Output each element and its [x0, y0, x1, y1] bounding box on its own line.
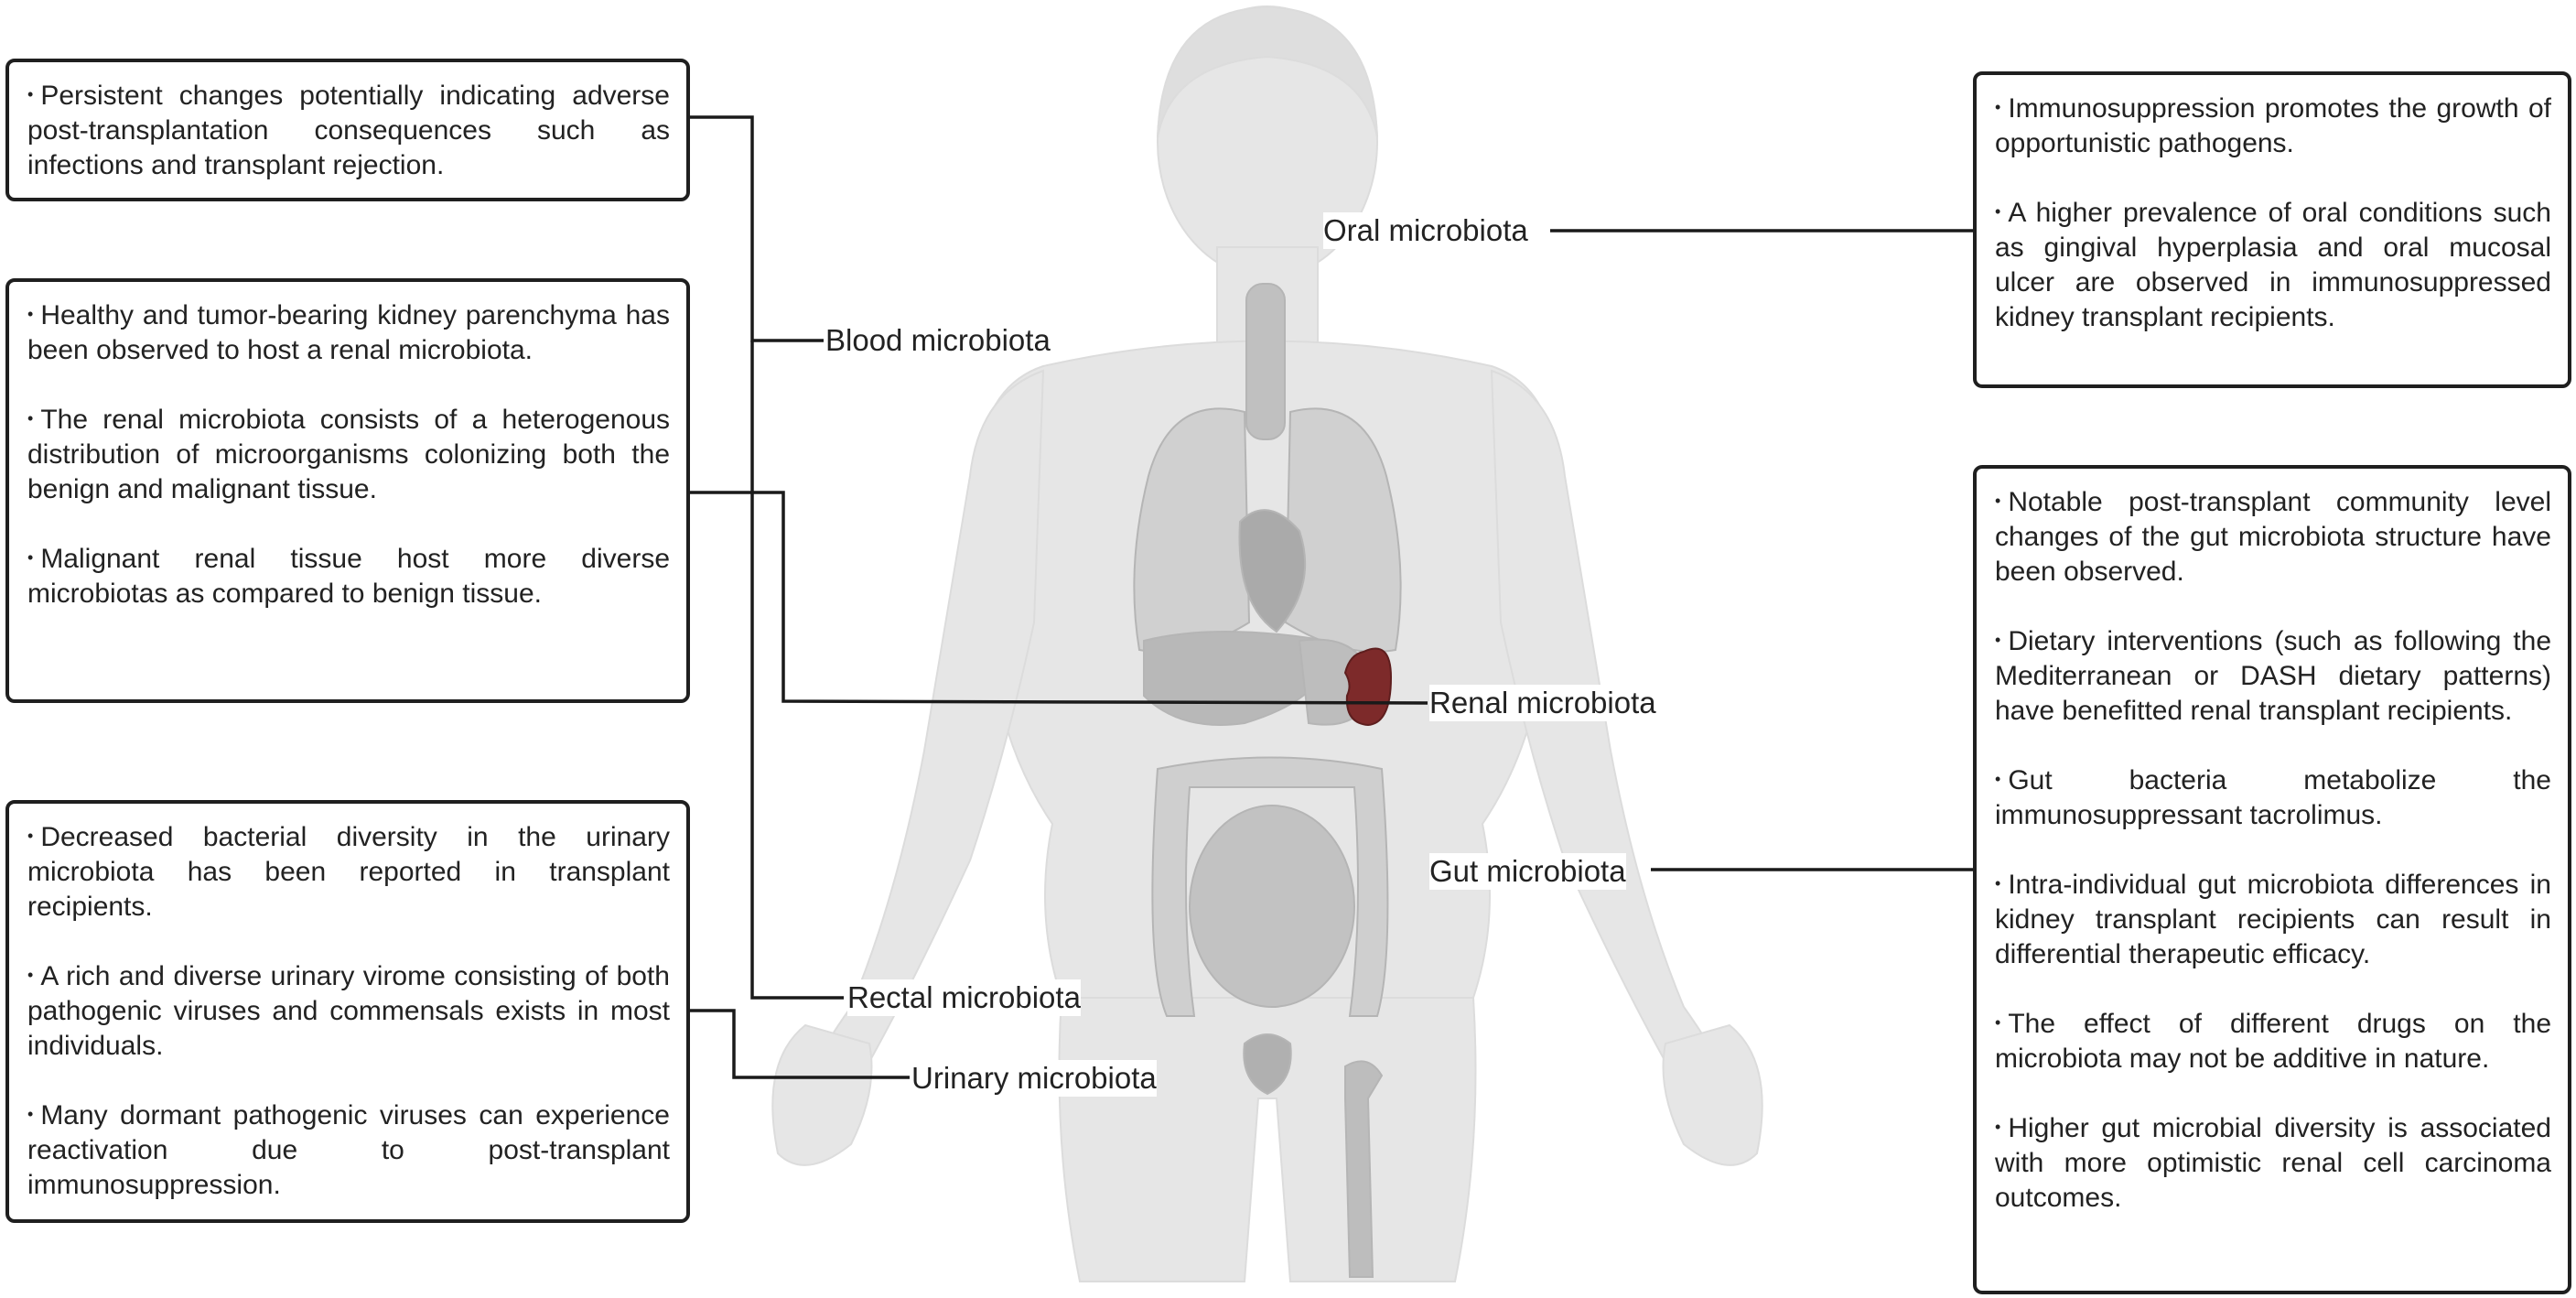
bullet-item: •Higher gut microbial diversity is assoc… — [1995, 1109, 2551, 1216]
renal-info-box: •Healthy and tumor-bearing kidney parenc… — [5, 278, 690, 703]
bullet-text: Intra-individual gut microbiota differen… — [1995, 870, 2551, 969]
rectal-microbiota-label: Rectal microbiota — [847, 979, 1081, 1016]
bullet-text: Notable post-transplant community level … — [1995, 487, 2551, 587]
oral-info-box: •Immunosuppression promotes the growth o… — [1973, 71, 2571, 388]
femur-bone — [1344, 1060, 1384, 1278]
bullet-item: •A higher prevalence of oral conditions … — [1995, 194, 2551, 335]
bullet-text: Persistent changes potentially indicatin… — [27, 81, 670, 180]
bullet-text: Gut bacteria metabolize the immunosuppre… — [1995, 765, 2551, 830]
bullet-item: •Healthy and tumor-bearing kidney parenc… — [27, 297, 670, 368]
bullet-text: A rich and diverse urinary virome consis… — [27, 961, 670, 1061]
bullet-item: •Immunosuppression promotes the growth o… — [1995, 90, 2551, 161]
small-intestine — [1189, 805, 1355, 1008]
bullet-item: •Intra-individual gut microbiota differe… — [1995, 866, 2551, 972]
bullet-text: Malignant renal tissue host more diverse… — [27, 544, 670, 609]
bullet-icon: • — [1995, 770, 2001, 788]
bullet-item: •Gut bacteria metabolize the immunosuppr… — [1995, 762, 2551, 833]
bullet-text: Higher gut microbial diversity is associ… — [1995, 1113, 2551, 1213]
bullet-text: The effect of different drugs on the mic… — [1995, 1009, 2551, 1074]
rectal-connector — [750, 341, 844, 1000]
bullet-icon: • — [27, 85, 34, 103]
heart — [1238, 509, 1307, 633]
urinary-info-box: •Decreased bacterial diversity in the ur… — [5, 800, 690, 1223]
bullet-item: •Malignant renal tissue host more divers… — [27, 540, 670, 611]
gut-info-box: •Notable post-transplant community level… — [1973, 465, 2571, 1294]
bullet-text: Decreased bacterial diversity in the uri… — [27, 822, 670, 922]
bullet-item: •Decreased bacterial diversity in the ur… — [27, 818, 670, 925]
bullet-icon: • — [27, 305, 34, 323]
large-intestine — [1151, 756, 1389, 1017]
bullet-item: •A rich and diverse urinary virome consi… — [27, 957, 670, 1064]
bladder — [1243, 1033, 1292, 1096]
bullet-icon: • — [27, 548, 34, 567]
bullet-text: Many dormant pathogenic viruses can expe… — [27, 1100, 670, 1200]
bullet-text: Dietary interventions (such as following… — [1995, 626, 2551, 726]
bullet-text: Healthy and tumor-bearing kidney parench… — [27, 300, 670, 365]
bullet-icon: • — [27, 827, 34, 845]
bullet-text: A higher prevalence of oral conditions s… — [1995, 198, 2551, 332]
bullet-icon: • — [27, 1105, 34, 1123]
urinary-connector — [688, 1009, 910, 1079]
bullet-item: •The renal microbiota consists of a hete… — [27, 401, 670, 507]
bullet-icon: • — [1995, 874, 2001, 892]
bullet-icon: • — [1995, 98, 2001, 116]
blood-info-box: •Persistent changes potentially indicati… — [5, 59, 690, 201]
bullet-icon: • — [27, 966, 34, 984]
urinary-microbiota-label: Urinary microbiota — [911, 1060, 1157, 1097]
bullet-icon: • — [1995, 1118, 2001, 1136]
bullet-icon: • — [1995, 1013, 2001, 1032]
gut-microbiota-label: Gut microbiota — [1429, 853, 1626, 890]
bullet-item: •Many dormant pathogenic viruses can exp… — [27, 1097, 670, 1203]
bullet-item: •Notable post-transplant community level… — [1995, 483, 2551, 590]
bullet-icon: • — [27, 409, 34, 427]
bullet-icon: • — [1995, 631, 2001, 649]
renal-microbiota-label: Renal microbiota — [1429, 685, 1656, 721]
bullet-item: •Persistent changes potentially indicati… — [27, 77, 670, 183]
oral-microbiota-label: Oral microbiota — [1323, 212, 1528, 249]
bullet-icon: • — [1995, 492, 2001, 510]
bullet-item: •Dietary interventions (such as followin… — [1995, 622, 2551, 729]
internal-organs — [1133, 283, 1402, 1278]
kidney — [1343, 647, 1393, 727]
blood-microbiota-label: Blood microbiota — [825, 322, 1051, 359]
renal-connector — [688, 491, 1428, 705]
bullet-item: •The effect of different drugs on the mi… — [1995, 1005, 2551, 1076]
blood-connector — [688, 115, 824, 342]
bullet-text: Immunosuppression promotes the growth of… — [1995, 93, 2551, 158]
bullet-text: The renal microbiota consists of a heter… — [27, 405, 670, 504]
bullet-icon: • — [1995, 202, 2001, 221]
